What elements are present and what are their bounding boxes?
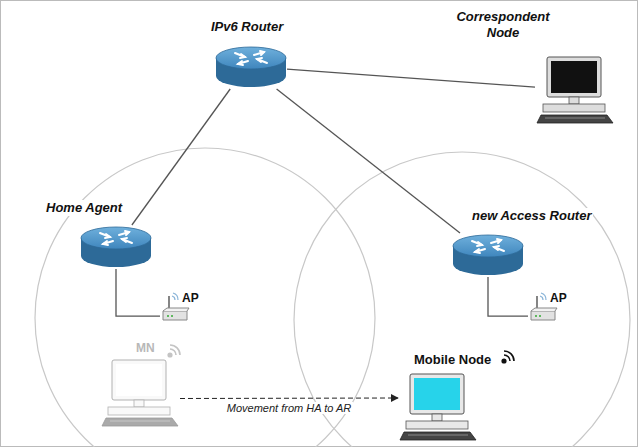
access-router-icon	[452, 233, 524, 277]
mobile-node-icon	[398, 372, 478, 442]
mobile-node-old: MN	[100, 358, 180, 428]
home-agent: Home Agent	[80, 225, 152, 269]
node-label: AP	[548, 290, 569, 306]
movement-arrow	[180, 398, 398, 400]
mn-wifi-symbol	[168, 345, 180, 357]
node-label: MN	[134, 340, 157, 356]
ipv6-router-icon	[215, 45, 287, 89]
correspondent-node-icon	[535, 55, 615, 125]
edge-label: Movement from HA to AR	[225, 402, 354, 414]
network-link	[116, 269, 160, 316]
home-coverage-circle	[35, 148, 375, 447]
correspondent-node: Correspondent Node	[535, 55, 615, 125]
node-label: new Access Router	[470, 208, 593, 224]
mobile-node: Mobile Node	[398, 372, 478, 442]
network-link	[132, 89, 230, 225]
network-link	[287, 69, 535, 87]
access-router: new Access Router	[452, 233, 524, 277]
node-label: Mobile Node	[412, 352, 493, 368]
node-label: AP	[180, 290, 201, 306]
network-link	[488, 277, 528, 316]
ipv6-router: IPv6 Router	[215, 45, 287, 89]
node-label: Home Agent	[44, 200, 124, 216]
mobile-node-old-icon	[100, 358, 180, 428]
access-point: AP	[528, 290, 558, 322]
home-agent-icon	[80, 225, 152, 269]
network-link	[277, 89, 460, 233]
access-point: AP	[160, 290, 190, 322]
mobile-wifi-symbol	[502, 351, 514, 363]
node-label: Correspondent Node	[451, 9, 555, 41]
node-label: IPv6 Router	[209, 19, 285, 35]
